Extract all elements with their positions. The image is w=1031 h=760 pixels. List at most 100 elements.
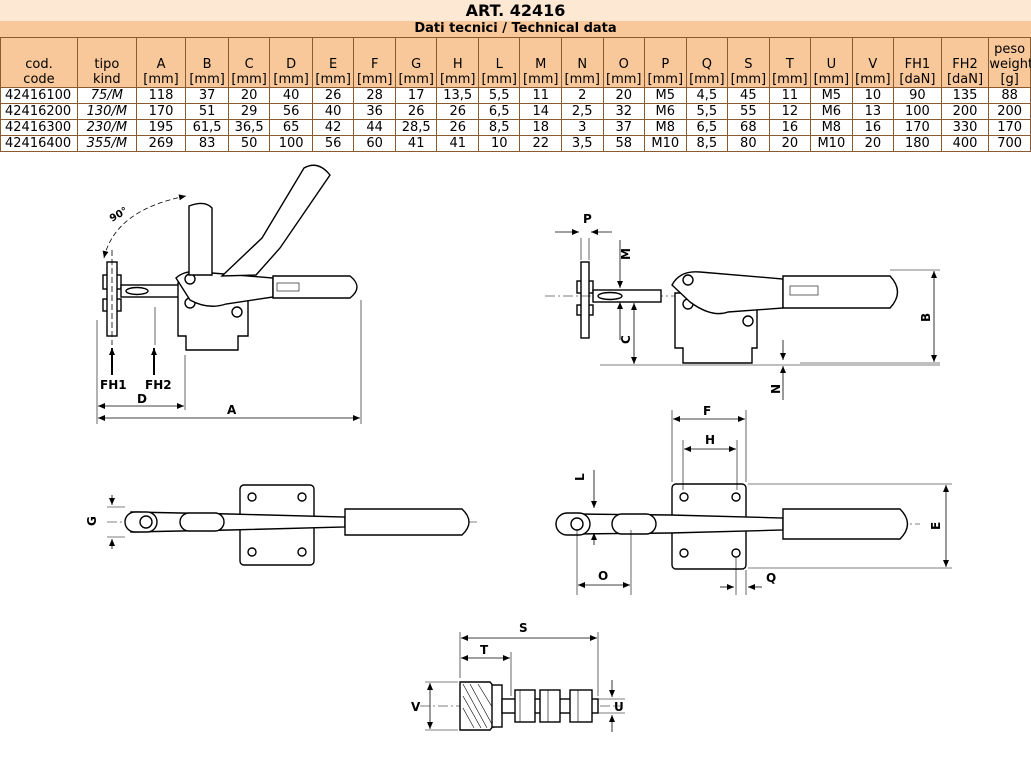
column-header-unit: [mm] (730, 72, 767, 87)
column-header: A[mm] (135, 37, 187, 88)
dim-e-label: E (929, 522, 943, 530)
table-cell: 36,5 (227, 119, 271, 136)
column-header-unit: [daN] (899, 72, 936, 87)
cell-code: 42416100 (0, 87, 78, 104)
column-header-unit: [mm] (439, 72, 476, 87)
dim-a-label: A (227, 403, 237, 417)
column-header-name: T (785, 57, 794, 72)
fh1-label: FH1 (100, 378, 127, 392)
column-header: N[mm] (561, 37, 604, 88)
dim-d-label: D (137, 392, 147, 406)
column-header-unit: kind (93, 72, 121, 87)
table-cell: M8 (644, 119, 687, 136)
table-cell: 28 (353, 87, 396, 104)
column-header-name: D (286, 57, 297, 72)
table-cell: 37 (185, 87, 229, 104)
cell-kind: 230/M (76, 119, 137, 136)
dim-g-label: G (85, 516, 99, 526)
table-cell: 32 (602, 103, 646, 120)
table-cell: 26 (436, 119, 479, 136)
table-cell: 118 (135, 87, 187, 104)
column-header-name: cod. (25, 57, 53, 72)
table-cell: 10 (851, 87, 895, 104)
column-header: M[mm] (519, 37, 562, 88)
dim-b-label: B (919, 313, 933, 322)
column-header: G[mm] (394, 37, 438, 88)
column-header: F[mm] (353, 37, 396, 88)
table-cell: 5,5 (477, 87, 521, 104)
column-header: H[mm] (436, 37, 479, 88)
dim-v-label: V (411, 700, 421, 714)
column-header-name: C (244, 57, 254, 72)
column-header: U[mm] (810, 37, 853, 88)
column-header-name: F (370, 57, 379, 72)
table-cell: 22 (519, 135, 562, 152)
column-header-name: M (535, 57, 547, 72)
top-view-dims-drawing (555, 410, 952, 595)
table-cell: 40 (311, 103, 355, 120)
table-cell: 80 (727, 135, 770, 152)
table-cell: 55 (727, 103, 770, 120)
column-header-name: peso weight (989, 42, 1031, 72)
column-header-unit: [daN] (946, 72, 984, 87)
column-header-unit: [mm] (356, 72, 393, 87)
table-cell: 195 (135, 119, 187, 136)
table-cell: 51 (185, 103, 229, 120)
table-cell: 61,5 (185, 119, 229, 136)
column-header-name: Q (701, 57, 712, 72)
table-cell: 13,5 (436, 87, 479, 104)
column-header-unit: [mm] (231, 72, 267, 87)
column-header-unit: [mm] (273, 72, 309, 87)
table-cell: 12 (768, 103, 812, 120)
table-cell: 6,5 (477, 103, 521, 120)
table-cell: 16 (851, 119, 895, 136)
table-cell: 50 (227, 135, 271, 152)
table-cell: 6,5 (685, 119, 729, 136)
table-cell: 28,5 (394, 119, 438, 136)
table-cell: 20 (768, 135, 812, 152)
table-cell: 26 (436, 103, 479, 120)
dim-h-label: H (705, 433, 715, 447)
dim-t-label: T (480, 643, 489, 657)
table-cell: 200 (940, 103, 990, 120)
cell-kind: 130/M (76, 103, 137, 120)
column-header-unit: [mm] (398, 72, 434, 87)
side-view-drawing (96, 164, 362, 424)
table-cell: 58 (602, 135, 646, 152)
table-cell: 20 (227, 87, 271, 104)
table-cell: 20 (602, 87, 646, 104)
column-header: C[mm] (227, 37, 271, 88)
table-cell: M6 (810, 103, 853, 120)
table-cell: 11 (768, 87, 812, 104)
technical-drawings: 90° FH1 FH2 D A P M C N B (85, 164, 952, 732)
cell-kind: 355/M (76, 135, 137, 152)
table-cell: 3,5 (561, 135, 604, 152)
table-cell: M8 (810, 119, 853, 136)
table-cell: 68 (727, 119, 770, 136)
column-header: FH2[daN] (940, 37, 990, 88)
column-header-unit: [mm] (523, 72, 559, 87)
column-header-name: N (577, 57, 588, 72)
table-cell: 13 (851, 103, 895, 120)
column-header: E[mm] (311, 37, 355, 88)
table-cell: 16 (768, 119, 812, 136)
table-cell: 88 (988, 87, 1031, 104)
table-cell: 29 (227, 103, 271, 120)
table-cell: 41 (436, 135, 479, 152)
table-cell: 180 (893, 135, 942, 152)
table-cell: 170 (893, 119, 942, 136)
column-header-name: V (868, 57, 878, 72)
column-header-unit: [g] (1000, 72, 1019, 87)
table-cell: M6 (644, 103, 687, 120)
cell-kind: 75/M (76, 87, 137, 104)
dim-s-label: S (519, 621, 528, 635)
column-header: S[mm] (727, 37, 770, 88)
table-cell: 40 (269, 87, 313, 104)
table-cell: 200 (988, 103, 1031, 120)
dim-o-label: O (598, 569, 608, 583)
column-header: D[mm] (269, 37, 313, 88)
